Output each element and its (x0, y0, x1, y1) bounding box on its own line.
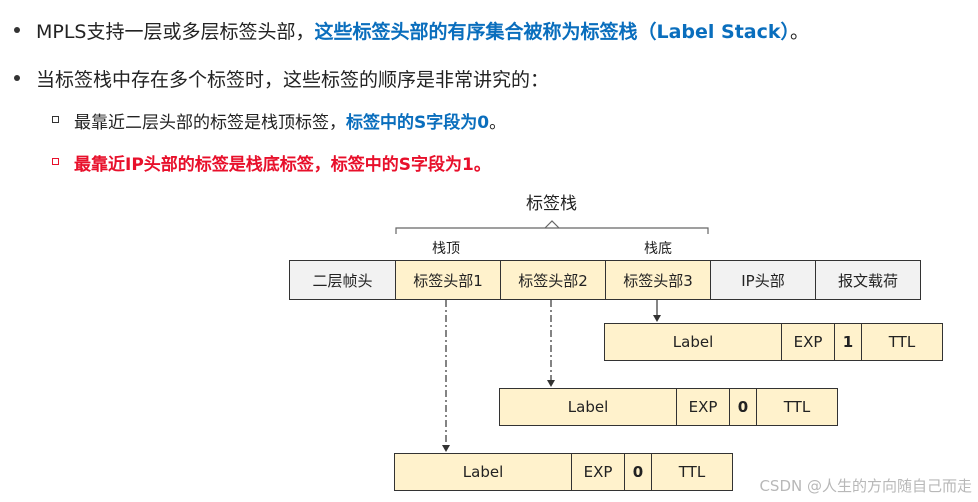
label-field: Label (394, 453, 572, 491)
bullet-1-tail: 。 (790, 21, 810, 43)
sub-bullet-1-plain: 最靠近二层头部的标签是栈顶标签， (74, 113, 346, 133)
sub-bullet-2 (52, 158, 59, 165)
bullet-2-plain: 当标签栈中存在多个标签时，这些标签的顺序是非常讲究的： (36, 69, 550, 91)
stack-top-label: 栈顶 (432, 241, 460, 257)
bullet-1-plain: MPLS支持一层或多层标签头部， (36, 21, 315, 43)
ttl-field: TTL (756, 388, 838, 426)
ttl-field: TTL (651, 453, 733, 491)
frame-cell-l2-header: 二层帧头 (289, 260, 396, 300)
label-row-1: Label EXP 1 TTL (604, 323, 943, 361)
sub-bullet-line-2: 最靠近IP头部的标签是栈底标签，标签中的S字段为1。 (74, 150, 491, 175)
frame-cell-payload: 报文载荷 (815, 260, 921, 300)
label-field: Label (499, 388, 677, 426)
exp-field: EXP (781, 323, 835, 361)
label-row-3: Label EXP 0 TTL (394, 453, 733, 491)
s-field: 0 (729, 388, 757, 426)
sub-bullet-2-text: 最靠近IP头部的标签是栈底标签，标签中的S字段为1。 (74, 155, 491, 175)
stack-bottom-label: 栈底 (644, 241, 672, 257)
ttl-field: TTL (861, 323, 943, 361)
sub-bullet-line-1: 最靠近二层头部的标签是栈顶标签，标签中的S字段为0。 (74, 108, 506, 133)
label-row-2: Label EXP 0 TTL (499, 388, 838, 426)
bullet-line-2: 当标签栈中存在多个标签时，这些标签的顺序是非常讲究的： (36, 65, 549, 92)
exp-field: EXP (676, 388, 730, 426)
label-field: Label (604, 323, 782, 361)
s-field: 0 (624, 453, 652, 491)
bullet-1-highlight: 这些标签头部的有序集合被称为标签栈（Label Stack） (314, 21, 791, 43)
bullet-line-1: MPLS支持一层或多层标签头部，这些标签头部的有序集合被称为标签栈（Label … (36, 17, 809, 44)
frame-cell-ip-header: IP头部 (710, 260, 816, 300)
frame-row: 二层帧头 标签头部1 标签头部2 标签头部3 IP头部 报文载荷 (289, 260, 921, 300)
watermark: CSDN @人生的方向随自己而走 (759, 477, 972, 495)
exp-field: EXP (571, 453, 625, 491)
s-field: 1 (834, 323, 862, 361)
sub-bullet-1-highlight: 标签中的S字段为0 (346, 113, 490, 133)
frame-cell-label-header-2: 标签头部2 (500, 260, 606, 300)
frame-cell-label-header-3: 标签头部3 (605, 260, 711, 300)
bullet-dot-2 (14, 75, 20, 81)
sub-bullet-1-tail: 。 (489, 113, 507, 133)
stack-title: 标签栈 (526, 194, 577, 214)
bullet-dot-1 (14, 27, 20, 33)
frame-cell-label-header-1: 标签头部1 (395, 260, 501, 300)
sub-bullet-1 (52, 116, 59, 123)
